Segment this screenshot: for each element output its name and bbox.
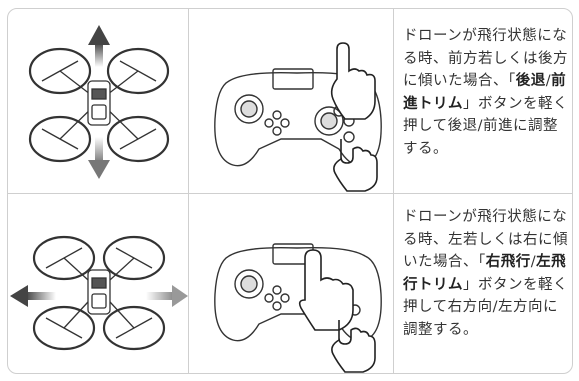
arrow-left-icon — [10, 285, 56, 307]
arrow-right-icon — [146, 285, 188, 307]
instruction-text-part: ボタンを軽く押して右方向/左方向に調整する。 — [403, 276, 568, 338]
bracket-open: 「 — [508, 73, 516, 89]
instruction-text-cell: ドローンが飛行状態になる時、前方若しくは後方に傾いた場合、「後退/前進トリム」ボ… — [393, 9, 572, 193]
bracket-close: 」 — [463, 95, 478, 112]
instruction-text-part: ドローンが飛行状態になる時、前方若しくは後方に傾いた場合、 — [403, 28, 568, 89]
controller-figure-cell — [188, 194, 394, 373]
instruction-text-part: ボタンを軽く押して後退/前進に調整する。 — [403, 95, 568, 157]
bracket-close: 」 — [463, 276, 478, 293]
drone-figure-cell — [8, 194, 188, 373]
instruction-row-forward-backward: ドローンが飛行状態になる時、前方若しくは後方に傾いた場合、「後退/前進トリム」ボ… — [8, 9, 572, 193]
slash-separator: / — [545, 73, 552, 89]
drone-icon — [28, 25, 170, 179]
pointing-hand-icon — [330, 42, 378, 192]
arrow-down-icon — [88, 137, 110, 179]
pointing-hand-icon — [298, 249, 376, 373]
bracket-open: 「 — [478, 254, 486, 270]
slash-separator: / — [530, 254, 537, 270]
instruction-text-left-right: ドローンが飛行状態になる時、左若しくは右に傾いた場合、「右飛行/左飛行トリム」ボ… — [403, 206, 568, 341]
instruction-row-left-right: ドローンが飛行状態になる時、左若しくは右に傾いた場合、「右飛行/左飛行トリム」ボ… — [8, 193, 572, 373]
instruction-table: ドローンが飛行状態になる時、前方若しくは後方に傾いた場合、「後退/前進トリム」ボ… — [7, 8, 573, 374]
instruction-text-cell: ドローンが飛行状態になる時、左若しくは右に傾いた場合、「右飛行/左飛行トリム」ボ… — [393, 194, 572, 373]
drone-figure-cell — [8, 9, 188, 193]
drone-icon — [10, 235, 188, 351]
gamepad-icon — [214, 243, 382, 373]
instruction-text-part: ドローンが飛行状態になる時、左若しくは右に傾いた場合、 — [403, 209, 568, 270]
trim-button-name-left: 左飛行トリム — [403, 254, 567, 293]
instruction-text-forward-backward: ドローンが飛行状態になる時、前方若しくは後方に傾いた場合、「後退/前進トリム」ボ… — [403, 25, 568, 160]
trim-button-name-backward: 後退 — [515, 73, 546, 89]
trim-button-name-right: 右飛行 — [485, 254, 531, 270]
controller-figure-cell — [188, 9, 394, 193]
gamepad-icon — [214, 42, 382, 192]
arrow-up-icon — [88, 25, 110, 67]
trim-button-name-forward: 前進トリム — [403, 73, 567, 112]
